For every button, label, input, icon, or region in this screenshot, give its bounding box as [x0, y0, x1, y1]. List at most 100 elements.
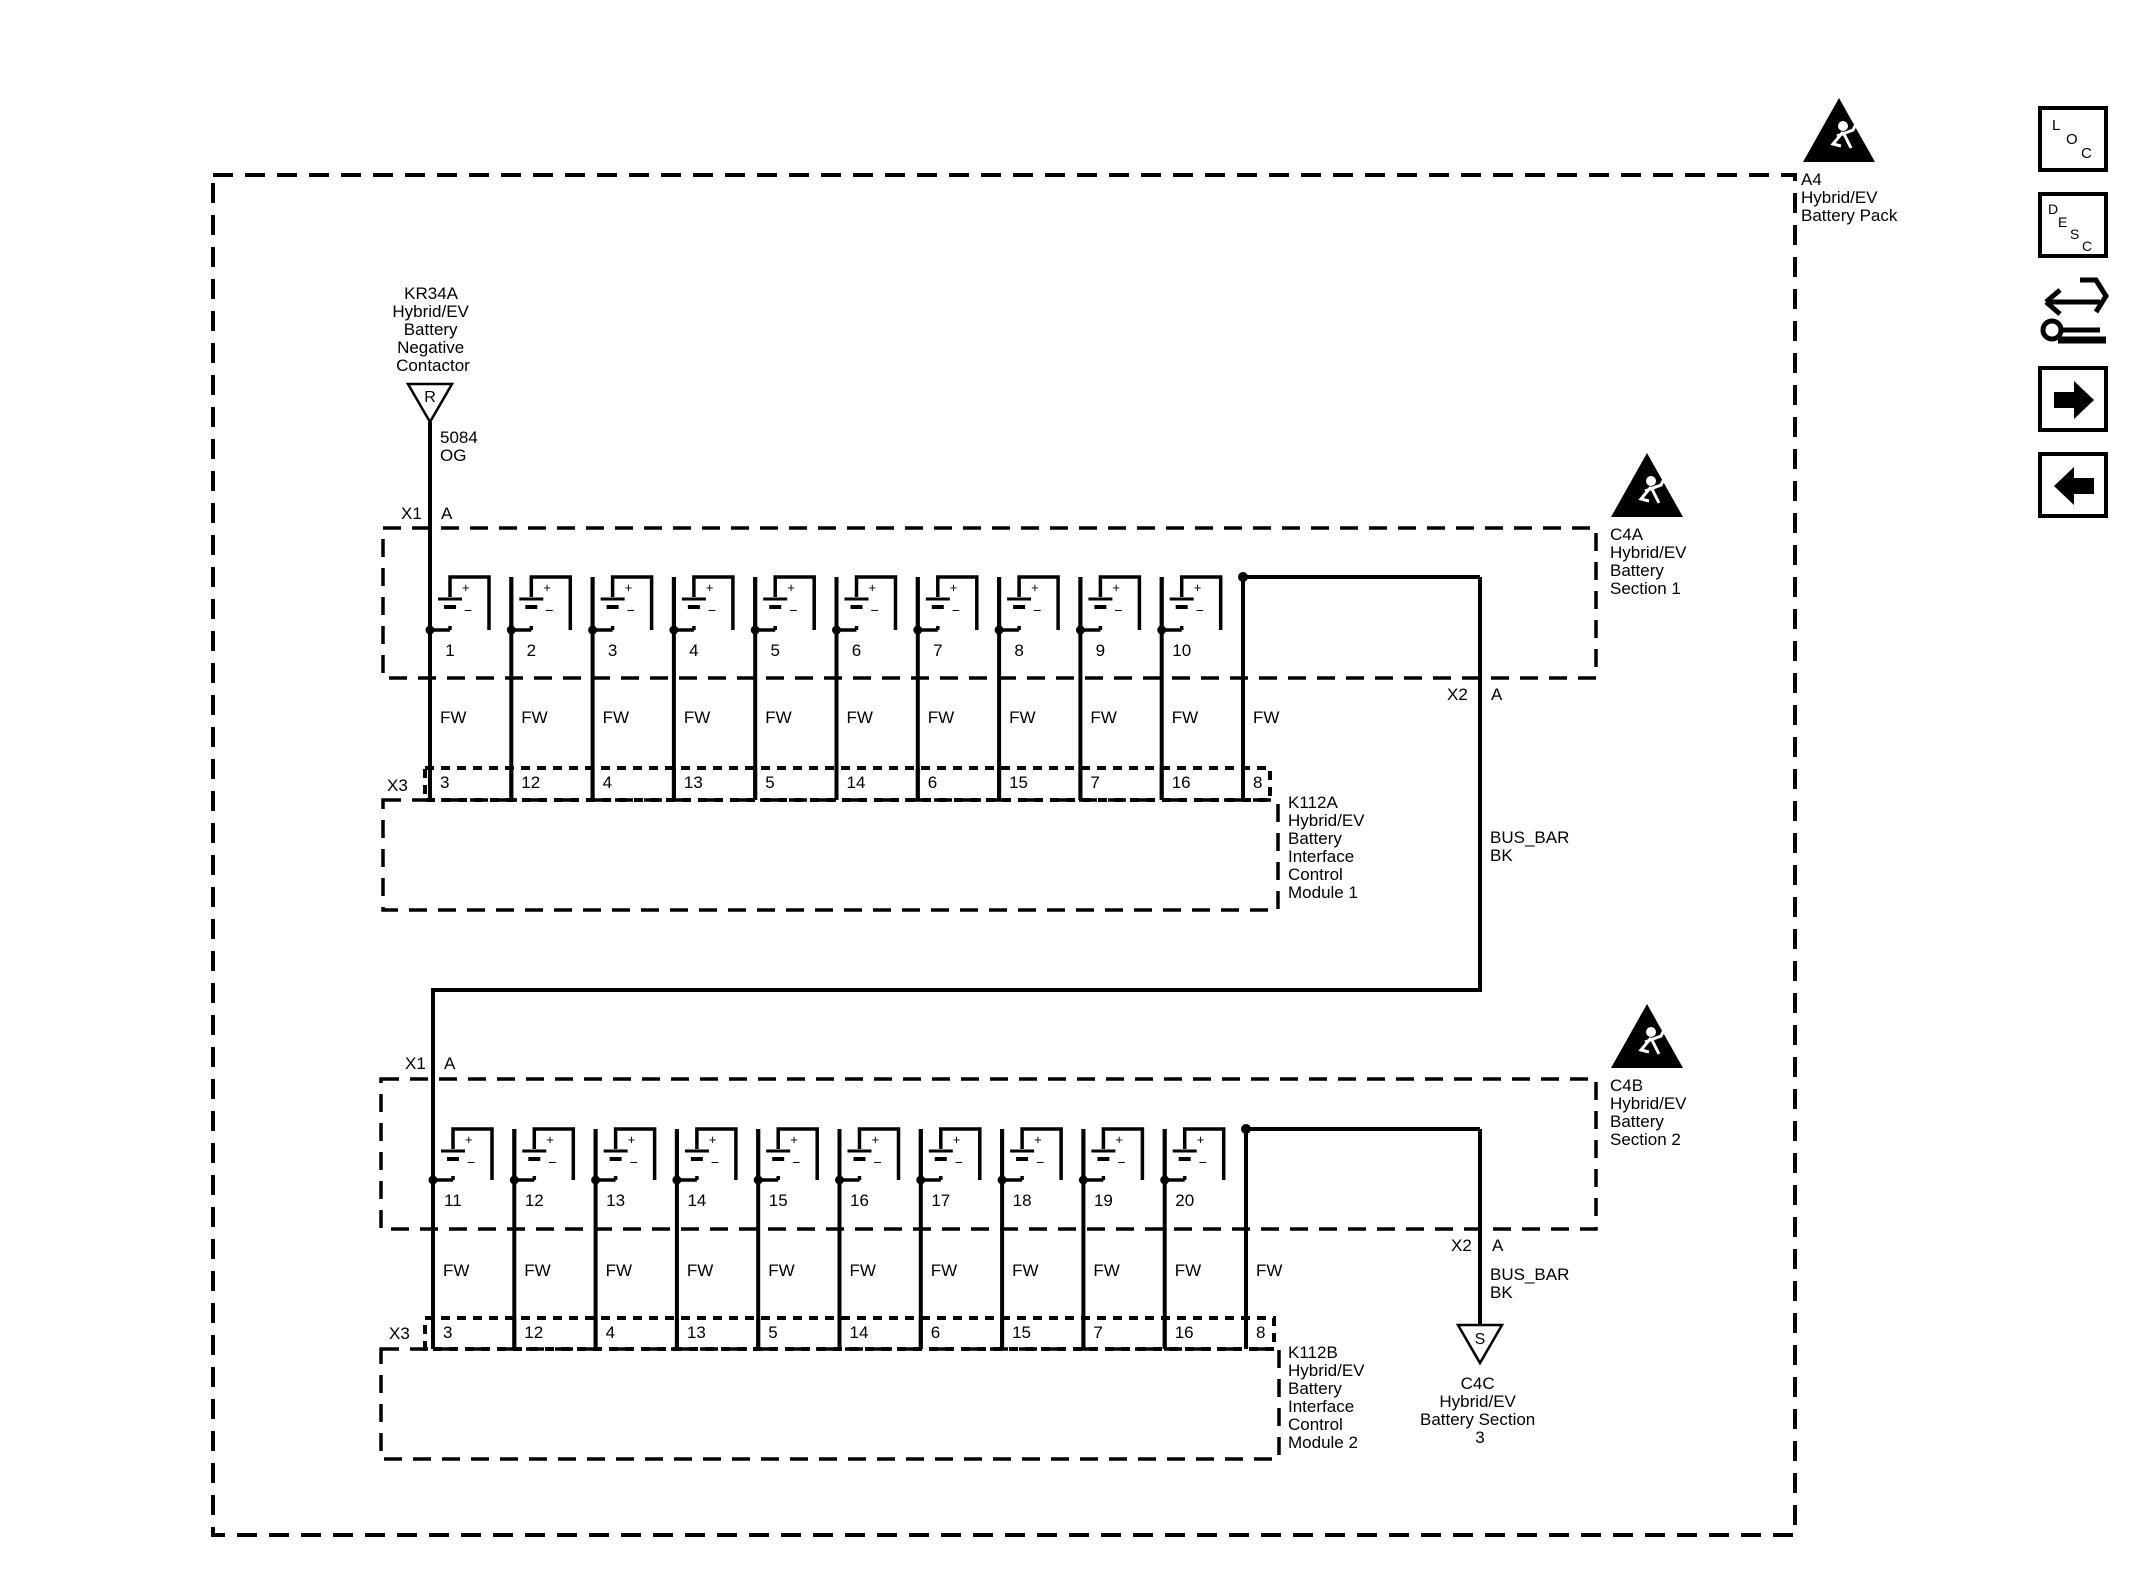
section2-cell-13-plus: +: [628, 1132, 636, 1147]
section1-cell-9-minus: −: [1114, 602, 1122, 618]
module1-pin-10: 8: [1253, 773, 1262, 792]
module1-pin-6: 6: [928, 773, 937, 792]
section1-cell-2-pos-lead: [529, 575, 573, 630]
section1-cell-10-plus: +: [1194, 580, 1202, 595]
section1-cell-8-pos-lead: [1017, 575, 1060, 630]
section2-cell-15-fw-label: FW: [768, 1261, 794, 1280]
module1-pin-4: 5: [765, 773, 774, 792]
section1-cell-8-plus: +: [1031, 580, 1039, 595]
section1-cell-7-minus: −: [952, 602, 960, 618]
section2-cell-17-plus: +: [953, 1132, 961, 1147]
section2-cell-20-fw-label: FW: [1175, 1261, 1201, 1280]
contactor-connector-symbol: [405, 382, 455, 425]
section2-cell-11-pos-lead: [451, 1127, 494, 1180]
module1-boundary: [381, 798, 1280, 912]
section1-cell-9-number: 9: [1096, 641, 1105, 660]
section1-cell-10-node: [1157, 625, 1167, 635]
section1-cell-5-node: [750, 625, 760, 635]
section1-x2-connector: X2: [1447, 685, 1468, 704]
module1-pin-8: 7: [1090, 773, 1099, 792]
module1-pin-1: 12: [521, 773, 540, 792]
module1-pin-7: 15: [1009, 773, 1028, 792]
section1-fw-label-top: FW: [1253, 708, 1279, 727]
section2-cell-17-minus: −: [955, 1154, 963, 1170]
section2-cell-19-pos-lead: [1101, 1127, 1145, 1180]
loc-letter-l: L: [2052, 117, 2060, 134]
section1-cells: +−1FW+−2FW+−3FW+−4FW+−5FW+−6FW+−7FW+−8FW…: [425, 575, 1279, 800]
section1-x2-pin: A: [1491, 685, 1503, 704]
section2-x2-connector: X2: [1451, 1236, 1472, 1255]
section1-cell-3-pos-lead: [610, 575, 654, 630]
section2-cell-20-node: [1160, 1175, 1170, 1185]
next-button[interactable]: [2038, 366, 2108, 432]
diagnostic-button[interactable]: [2040, 277, 2109, 344]
section2-cell-13-minus: −: [630, 1154, 638, 1170]
section2-cell-16-number: 16: [850, 1191, 869, 1210]
desc-letter-e: E: [2058, 214, 2067, 230]
contactor-label: KR34A Hybrid/EV Battery Negative Contact…: [392, 284, 473, 375]
previous-button[interactable]: [2038, 452, 2108, 518]
section2-cell-13-node: [591, 1175, 601, 1185]
section2-cell-15-pos-lead: [776, 1127, 819, 1180]
desc-button[interactable]: D E S C: [2038, 192, 2108, 258]
module2-pin-4: 5: [768, 1323, 777, 1342]
section1-cell-7-pos-lead: [936, 575, 979, 630]
section2-cell-11-minus: −: [467, 1154, 475, 1170]
section1-cell-4-node: [669, 625, 679, 635]
contactor-connector-letter: R: [424, 389, 436, 406]
section2-top-bus-junction: [1241, 1124, 1251, 1134]
module2-pin-9: 16: [1175, 1323, 1194, 1342]
section2-cells: +−11FW+−12FW+−13FW+−14FW+−15FW+−16FW+−17…: [428, 1127, 1282, 1349]
section1-cell-7-plus: +: [950, 580, 958, 595]
module1-pin-2: 4: [603, 773, 612, 792]
battery-pack-boundary: [211, 173, 1797, 1537]
section2-high-voltage-warning-icon: [1611, 1004, 1683, 1068]
section2-cell-13-number: 13: [606, 1191, 625, 1210]
module2-pin-0: 3: [443, 1323, 452, 1342]
section1-cell-5-minus: −: [789, 602, 797, 618]
section2-fw-label-top: FW: [1256, 1261, 1282, 1280]
section1-cell-8-number: 8: [1014, 641, 1023, 660]
section2-cell-13-pos-lead: [613, 1127, 657, 1180]
section1-cell-8-minus: −: [1033, 602, 1041, 618]
section2-cell-15-number: 15: [769, 1191, 788, 1210]
bus-bar-2-label: BUS_BAR BK: [1490, 1265, 1574, 1302]
section1-cell-8-fw-label: FW: [1009, 708, 1035, 727]
section1-cell-3-number: 3: [608, 641, 617, 660]
section1-cell-6-number: 6: [852, 641, 861, 660]
next-arrow-icon: [2038, 366, 2108, 432]
section1-cell-4-pos-lead: [692, 575, 735, 630]
section2-cell-14-fw-label: FW: [687, 1261, 713, 1280]
section2-cell-14-minus: −: [711, 1154, 719, 1170]
section2-cell-17-fw-label: FW: [931, 1261, 957, 1280]
section2-cell-18-plus: +: [1034, 1132, 1042, 1147]
section1-cell-1-number: 1: [445, 641, 454, 660]
section1-cell-2-fw-label: FW: [521, 708, 547, 727]
desc-letter-s: S: [2070, 226, 2079, 242]
bus-bar-1-label: BUS_BAR BK: [1490, 828, 1574, 865]
section1-cell-2-number: 2: [527, 641, 536, 660]
section1-cell-6-fw-label: FW: [847, 708, 873, 727]
section2-cell-18-minus: −: [1036, 1154, 1044, 1170]
section2-cell-19-minus: −: [1117, 1154, 1125, 1170]
section1-cell-9-node: [1075, 625, 1085, 635]
section1-cell-2-plus: +: [543, 580, 551, 595]
loc-button[interactable]: L O C: [2038, 106, 2108, 172]
section1-cell-6-node: [832, 625, 841, 635]
section1-cell-5-pos-lead: [773, 575, 816, 630]
section2-x1-pin: A: [444, 1054, 456, 1073]
section2-cell-17-number: 17: [931, 1191, 950, 1210]
section2-cell-19-number: 19: [1094, 1191, 1113, 1210]
section1-cell-8-node: [994, 625, 1004, 635]
section2-cell-16-fw-label: FW: [850, 1261, 876, 1280]
section2-cell-18-fw-label: FW: [1012, 1261, 1038, 1280]
section2-label: C4B Hybrid/EV Battery Section 2: [1610, 1076, 1691, 1149]
section2-cell-15-minus: −: [792, 1154, 800, 1170]
section1-cell-2-minus: −: [545, 602, 553, 618]
section2-cell-14-node: [672, 1175, 682, 1185]
section2-cell-18-pos-lead: [1020, 1127, 1063, 1180]
section2-cell-17-pos-lead: [939, 1127, 982, 1180]
section1-cell-10-pos-lead: [1179, 575, 1223, 630]
section1-cell-4-minus: −: [708, 602, 716, 618]
